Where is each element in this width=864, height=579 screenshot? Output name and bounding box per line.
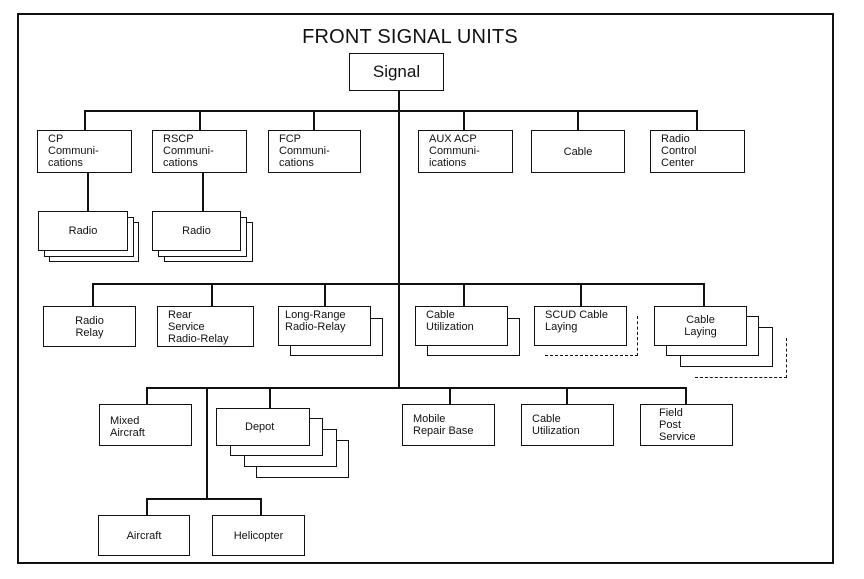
rscp-radio-box: Radio xyxy=(152,211,241,251)
cp-communications-box: CP Communi- cations xyxy=(37,130,132,173)
trunk-line xyxy=(398,90,400,388)
rear-service-radio-relay-box: Rear Service Radio-Relay xyxy=(157,306,254,347)
row4-bus xyxy=(146,498,262,500)
row2-bus xyxy=(92,283,704,285)
row1-drop-cable xyxy=(577,110,579,131)
row2-drop-rear-service xyxy=(211,283,213,307)
row3-drop-field-post xyxy=(685,387,687,405)
scud-cable-laying-box: SCUD Cable Laying xyxy=(534,306,627,346)
row3-drop-depot xyxy=(269,387,271,409)
mixed-aircraft-box: Mixed Aircraft xyxy=(99,404,192,446)
row1-drop-rscp xyxy=(199,110,201,131)
radio-control-center-box: Radio Control Center xyxy=(650,130,745,173)
row2-drop-radio-relay xyxy=(92,283,94,307)
row2-drop-long-range xyxy=(324,283,326,307)
rscp-radio-line xyxy=(202,172,204,212)
row2-drop-scud xyxy=(580,283,582,307)
depot-box: Depot xyxy=(216,408,310,446)
radio-relay-box: Radio Relay xyxy=(43,306,136,347)
cable-utilization-box: Cable Utilization xyxy=(415,306,508,346)
row1-drop-radio-control xyxy=(696,110,698,131)
helicopter-box: Helicopter xyxy=(212,515,305,556)
row1-drop-aux xyxy=(463,110,465,131)
row4-drop-aircraft xyxy=(146,498,148,516)
mobile-repair-base-box: Mobile Repair Base xyxy=(402,404,495,446)
row3-bus xyxy=(146,387,686,389)
row2-drop-cable-laying xyxy=(703,283,705,307)
aircraft-box: Aircraft xyxy=(98,515,190,556)
row1-bus xyxy=(84,110,697,112)
diagram-title: FRONT SIGNAL UNITS xyxy=(302,26,518,48)
aux-acp-communications-box: AUX ACP Communi- ications xyxy=(418,130,513,173)
signal-box: Signal xyxy=(349,53,444,91)
cable-box: Cable xyxy=(531,130,625,173)
row4-drop-helicopter xyxy=(260,498,262,516)
long-range-radio-relay-box: Long-Range Radio-Relay xyxy=(278,306,371,346)
row3-drop-mixed xyxy=(146,387,148,405)
row2-drop-cable-util xyxy=(463,283,465,307)
cp-radio-box: Radio xyxy=(38,211,128,251)
row1-drop-cp xyxy=(84,110,86,131)
row1-drop-fcp xyxy=(313,110,315,131)
cable-utilization-row3-box: Cable Utilization xyxy=(521,404,614,446)
field-post-service-box: Field Post Service xyxy=(640,404,733,446)
cp-radio-line xyxy=(87,172,89,212)
row3-drop-cable-util xyxy=(566,387,568,405)
diagram-frame xyxy=(17,13,834,564)
row3-drop-mobile xyxy=(449,387,451,405)
aviation-branch-line xyxy=(206,387,208,499)
rscp-communications-box: RSCP Communi- cations xyxy=(152,130,247,173)
cable-laying-box: Cable Laying xyxy=(654,306,747,346)
fcp-communications-box: FCP Communi- cations xyxy=(268,130,361,173)
